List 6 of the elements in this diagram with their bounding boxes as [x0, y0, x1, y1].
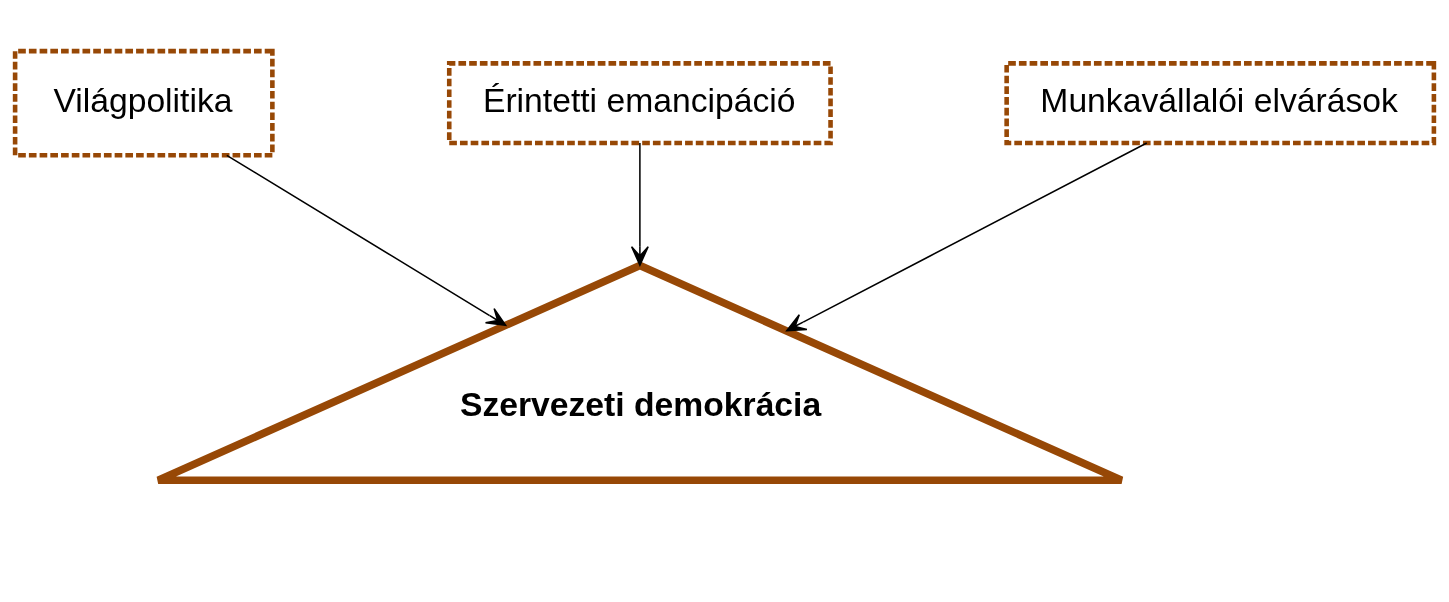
arrow	[786, 141, 1148, 331]
arrow	[630, 141, 649, 266]
node-box: Érintetti emancipáció	[446, 60, 833, 145]
node-box: Munkavállalói elvárások	[1004, 60, 1437, 145]
node-box: Világpolitika	[12, 48, 275, 158]
arrow	[226, 154, 507, 326]
